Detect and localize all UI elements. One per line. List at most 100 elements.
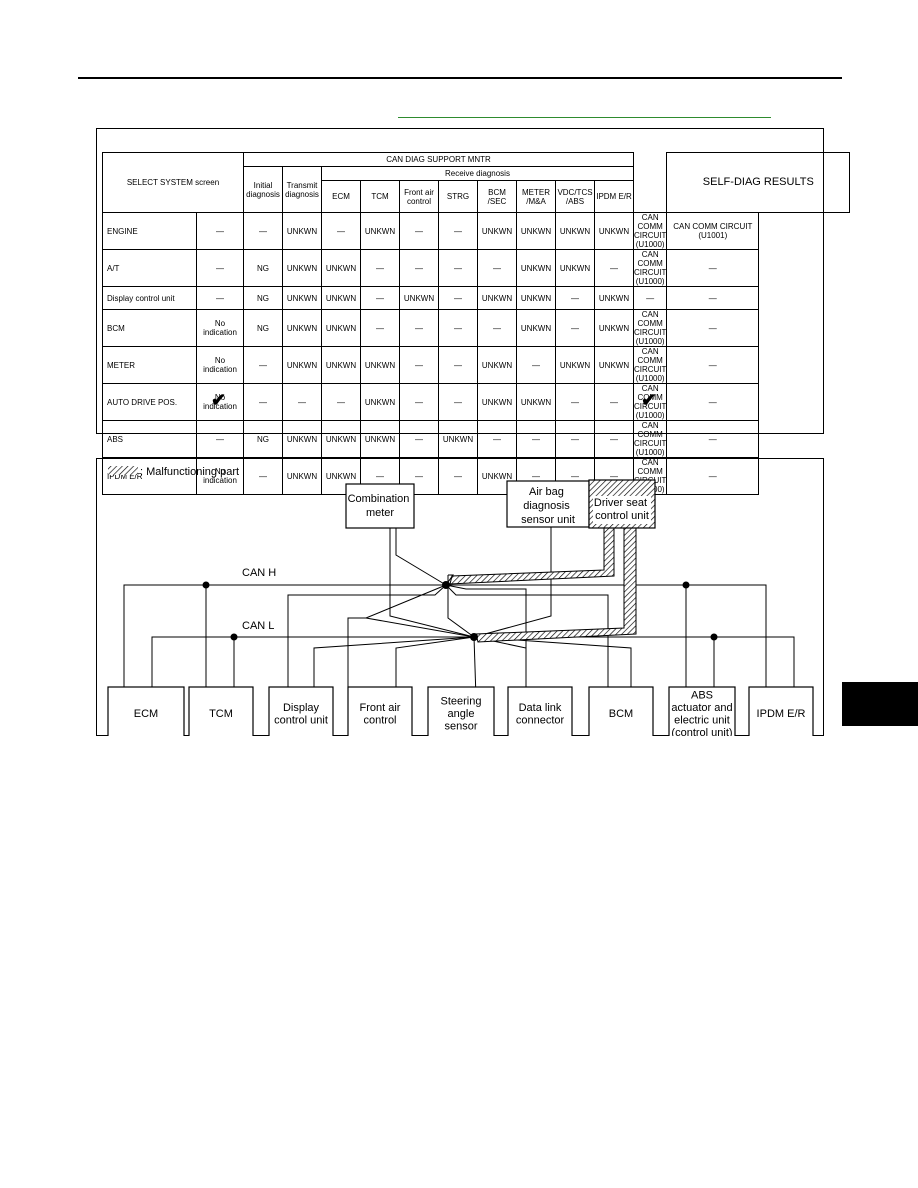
receive-column-header: IPDM E/R [594,180,634,213]
can-l-bus [151,526,795,699]
tcm-unit-label: TCM [209,708,233,720]
system-name-cell: IPDM E/R [102,457,197,495]
receive-diagnosis-cell: — [399,420,439,458]
self-diag-result-cell: CAN COMM CIRCUIT (U1000) [632,249,668,287]
self-diag-result-cell: — [666,309,760,347]
receive-diagnosis-cell: — [438,346,478,384]
receive-diagnosis-cell: UNKWN [516,249,556,287]
receive-diagnosis-cell: — [399,212,439,250]
self-diag-result-cell: — [666,249,760,287]
steering-unit-box [427,686,495,736]
transmit-diagnosis-cell: UNKWN [282,286,322,310]
receive-diagnosis-cell: UNKWN [399,286,439,310]
ecm-unit-box [107,686,185,736]
select-system-cell: No indication✔ [196,383,244,421]
self-diag-result-cell: — [666,457,760,495]
data-link-unit-box [507,686,573,736]
receive-diagnosis-cell: — [555,309,595,347]
self-diag-result-cell: CAN COMM CIRCUIT (U1000) [632,420,668,458]
system-name-cell: A/T [102,249,197,287]
initial-diagnosis-cell: NG [243,420,283,458]
select-system-cell: No indication [196,457,244,495]
display-unit-box [268,686,334,736]
receive-diagnosis-cell: — [477,249,517,287]
junction-dots [202,581,718,641]
receive-diagnosis-cell: UNKWN [477,286,517,310]
system-name-cell: AUTO DRIVE POS. [102,383,197,421]
receive-diagnosis-cell: UNKWN [516,309,556,347]
abs-unit-box [668,686,736,736]
front-air-unit-box [347,686,413,736]
receive-diagnosis-cell: UNKWN [360,212,400,250]
receive-diagnosis-cell: — [516,420,556,458]
receive-diagnosis-cell: UNKWN [477,346,517,384]
receive-column-header: ECM [321,180,361,213]
initial-diagnosis-cell: — [243,212,283,250]
receive-diagnosis-cell: — [438,212,478,250]
receive-diagnosis-cell: UNKWN [360,420,400,458]
receive-column-header: TCM [360,180,400,213]
transmit-diagnosis-cell: UNKWN [282,309,322,347]
receive-diagnosis-cell: UNKWN [594,286,634,310]
select-system-cell: — [196,212,244,250]
receive-diagnosis-cell: UNKWN [516,212,556,250]
receive-diagnosis-cell: UNKWN [360,383,400,421]
transmit-diagnosis-cell: UNKWN [282,457,322,495]
link-underline [398,117,771,118]
table-gap [632,152,668,213]
receive-diagnosis-cell: — [477,309,517,347]
transmit-diagnosis-cell: UNKWN [282,420,322,458]
self-diag-result-cell: — [632,286,668,310]
system-name-cell: METER [102,346,197,384]
system-name-cell: ENGINE [102,212,197,250]
receive-diagnosis-header: Receive diagnosis [321,166,634,181]
receive-diagnosis-cell: UNKWN [477,212,517,250]
self-diag-result-cell: — [666,383,760,421]
receive-diagnosis-cell: — [594,383,634,421]
initial-diagnosis-cell: NG [243,309,283,347]
receive-diagnosis-cell: UNKWN [360,346,400,384]
bcm-unit-box [588,686,654,736]
air-bag-unit-label: Air bag diagnosis sensor unit [521,486,575,526]
self-diag-header: SELF-DIAG RESULTS [666,152,851,213]
receive-column-header: BCM /SEC [477,180,517,213]
receive-diagnosis-cell: — [321,383,361,421]
self-diag-result-cell: CAN COMM CIRCUIT (U1000)✔ [632,383,668,421]
receive-diagnosis-cell: UNKWN [477,383,517,421]
transmit-diagnosis-header: Transmit diagnosis [282,166,322,213]
initial-diagnosis-cell: NG [243,249,283,287]
receive-diagnosis-cell: — [594,420,634,458]
receive-column-header: METER /M&A [516,180,556,213]
can-network-diagram: : Malfunctioning part CAN H CAN L [107,466,814,736]
receive-diagnosis-cell: — [360,249,400,287]
receive-diagnosis-cell: — [516,346,556,384]
receive-diagnosis-cell: — [399,383,439,421]
receive-column-header: Front air control [399,180,439,213]
self-diag-result-cell: CAN COMM CIRCUIT (U1000) [632,309,668,347]
receive-diagnosis-cell: — [438,383,478,421]
receive-diagnosis-cell: UNKWN [438,420,478,458]
receive-diagnosis-cell: — [321,212,361,250]
select-system-cell: — [196,249,244,287]
receive-diagnosis-cell: — [399,249,439,287]
initial-diagnosis-cell: — [243,383,283,421]
can-h-label: CAN H [242,567,276,579]
self-diag-result-cell: — [666,420,760,458]
receive-diagnosis-cell: — [399,309,439,347]
driver-seat-label-bg [593,496,651,524]
receive-diagnosis-cell: UNKWN [321,286,361,310]
receive-diagnosis-cell: UNKWN [594,309,634,347]
receive-diagnosis-cell: UNKWN [555,346,595,384]
table-row: AUTO DRIVE POS.No indication✔———UNKWN——U… [102,383,850,421]
can-diag-table: SELECT SYSTEM screen CAN DIAG SUPPORT MN… [102,152,851,495]
self-diag-result-cell: — [666,286,760,310]
tcm-unit-box [188,686,254,736]
